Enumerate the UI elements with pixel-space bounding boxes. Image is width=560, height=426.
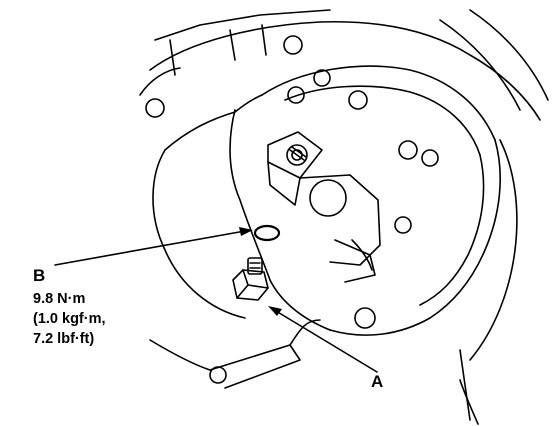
callout-label-a: A — [371, 372, 384, 391]
torque-line-nm: 9.8 N·m — [33, 291, 86, 307]
drain-bolt — [232, 257, 269, 301]
torque-spec: 9.8 N·m (1.0 kgf·m, 7.2 lbf·ft) — [33, 289, 106, 349]
central-hub — [299, 174, 381, 283]
refrigerant-pipe — [149, 319, 471, 421]
callout-label-b: B — [33, 266, 46, 285]
o-ring — [253, 224, 281, 242]
engine-block-outline — [139, 9, 549, 425]
leader-lines — [54, 230, 378, 373]
arrowhead-b — [239, 227, 253, 236]
leader-line-b — [54, 230, 246, 266]
leader-line-a — [275, 310, 378, 373]
torque-line-kgfm: (1.0 kgf·m, — [33, 311, 106, 327]
compressor-body — [152, 65, 501, 336]
mounting-bracket — [267, 131, 323, 206]
housing-bosses — [145, 35, 439, 384]
torque-line-lbfft: 7.2 lbf·ft) — [33, 331, 95, 347]
arrowhead-a — [268, 306, 282, 316]
